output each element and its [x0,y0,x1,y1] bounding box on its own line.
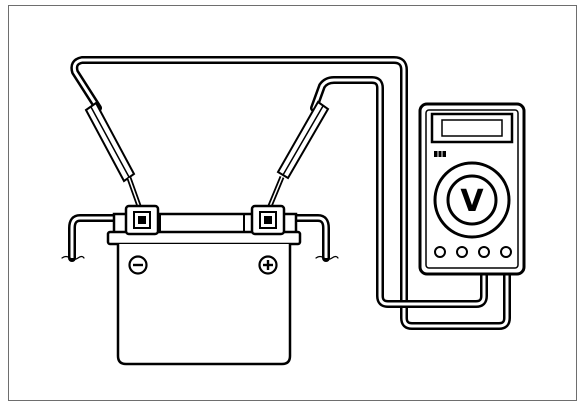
voltage-symbol-ring [446,174,498,226]
multimeter: V [418,102,526,276]
battery-cable-positive [278,214,339,262]
battery-case [116,244,292,366]
negative-polarity-icon [128,255,148,275]
mode-indicator-icon [434,151,446,157]
negative-test-lead [70,56,511,330]
multimeter-jacks [434,246,512,258]
positive-terminal-clamp [250,204,286,236]
positive-polarity-icon [258,255,278,275]
jack-com[interactable] [478,246,490,258]
jack-volt[interactable] [500,246,512,258]
positive-probe [267,100,330,207]
negative-terminal-clamp [124,204,160,236]
jack-1[interactable] [434,246,446,258]
battery [106,204,302,366]
positive-test-lead [310,76,488,308]
jack-2[interactable] [456,246,468,258]
battery-cable-negative [61,214,126,262]
negative-probe [84,101,142,207]
voltage-symbol: V [460,184,484,219]
